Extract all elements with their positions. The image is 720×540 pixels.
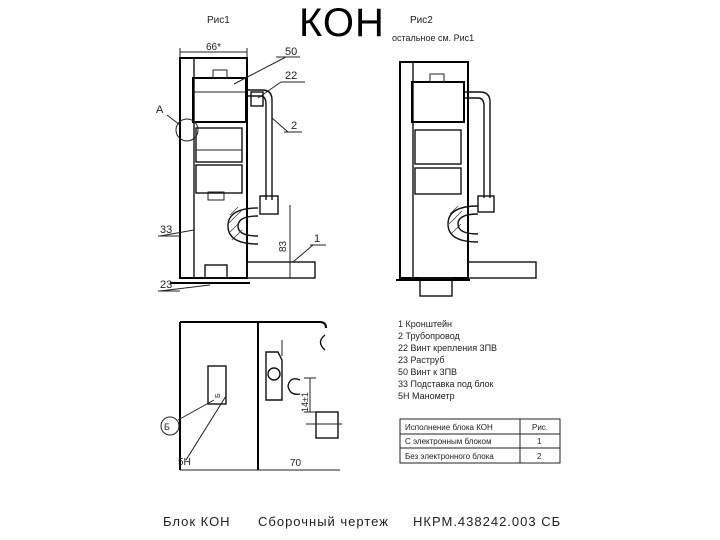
callout-circle <box>160 416 180 436</box>
callout-2: 2 <box>291 120 297 132</box>
clamp-outer <box>227 207 259 245</box>
upper-block-2 <box>411 81 465 123</box>
title-block: Блок КОН Сборочный чертеж НКРМ.438242.00… <box>163 514 561 529</box>
terminal-2 <box>429 73 445 83</box>
figure-2: Рис2 остальное см. Рис1 <box>392 15 537 297</box>
clamp-2-outer <box>447 205 479 243</box>
foot-2 <box>419 277 453 297</box>
leader <box>233 56 287 85</box>
section-top <box>180 321 327 329</box>
dim-bottom-label: 70 <box>290 458 302 469</box>
table-cell: 1 <box>537 437 542 446</box>
pipe-fitting <box>250 91 264 107</box>
legend-item: 1 Кронштейн <box>398 319 452 329</box>
callout-1: 1 <box>314 233 320 245</box>
detail-label: A <box>156 104 164 116</box>
legend-item: 33 Подставка под блок <box>398 379 494 389</box>
clamp-2-inner <box>457 213 479 235</box>
manometer <box>265 351 283 401</box>
figure-2-caption: Рис2 <box>410 15 433 26</box>
leader <box>159 229 195 237</box>
callout-5n: 5Н <box>178 457 191 468</box>
callout-22: 22 <box>285 70 297 82</box>
bracket-2 <box>467 261 537 279</box>
hatch <box>450 223 462 235</box>
footer-left: Блок КОН <box>163 514 231 529</box>
valve <box>259 195 279 215</box>
pipeline-2-inner <box>464 97 485 198</box>
figure-1: Рис1 66* 83 <box>156 15 326 292</box>
hatch <box>231 229 243 241</box>
figure-3: Б 14±1 70 Б 5Н <box>160 321 342 471</box>
valve-2 <box>477 195 495 213</box>
leader <box>166 114 181 126</box>
callout-50: 50 <box>285 46 297 58</box>
table-cell: С электронным блоком <box>405 437 491 446</box>
pipeline-2-outer <box>464 91 491 198</box>
middle-unit-2 <box>414 129 462 165</box>
fitting <box>207 191 225 201</box>
clamp-3 <box>287 378 301 396</box>
lower-unit-2 <box>414 167 462 195</box>
table-header-cell: Рис. <box>532 423 548 432</box>
table-header-cell: Исполнение блока КОН <box>405 423 493 432</box>
housing-outline <box>179 57 248 279</box>
figure-1-caption: Рис1 <box>207 15 230 26</box>
footer-right: НКРМ.438242.003 СБ <box>413 514 561 529</box>
leader <box>271 117 289 133</box>
variants-table: Исполнение блока КОН Рис. С электронным … <box>399 418 561 464</box>
legend-item: 2 Трубопровод <box>398 331 461 341</box>
bracket <box>246 261 316 279</box>
legend-item: 22 Винт крепления 3ПВ <box>398 343 497 353</box>
legend-item: 5Н Манометр <box>398 391 455 401</box>
hatch <box>229 221 241 233</box>
parts-legend: 1 Кронштейн 2 Трубопровод 22 Винт крепле… <box>398 319 497 401</box>
arc <box>319 334 326 351</box>
lower-unit <box>195 164 243 194</box>
table-frame <box>399 418 561 464</box>
callout-33: 33 <box>160 224 172 236</box>
footer-middle: Сборочный чертеж <box>258 514 389 529</box>
callout-b: Б <box>164 422 170 432</box>
dim-width-label: 66* <box>206 42 221 53</box>
dim-height-label: 83 <box>278 240 289 252</box>
leader <box>292 244 314 263</box>
nameplate <box>207 365 227 405</box>
detail-circle <box>175 118 199 142</box>
hatch <box>448 210 463 225</box>
middle-unit <box>195 127 243 163</box>
manometer-dial <box>267 367 281 381</box>
foot <box>204 264 228 279</box>
slide-title: КОН <box>299 1 385 45</box>
electronic-block <box>192 77 247 123</box>
pipeline-outer <box>246 89 273 200</box>
hatch <box>449 205 459 215</box>
dim-side-label: 14±1 <box>300 392 310 412</box>
leader <box>185 395 227 461</box>
block-terminal <box>212 69 228 79</box>
housing-outline-2 <box>399 61 469 279</box>
pipeline-inner <box>246 95 267 200</box>
hatch <box>228 209 243 224</box>
figure-2-subcaption: остальное см. Рис1 <box>392 33 474 43</box>
callout-23: 23 <box>160 279 172 291</box>
leader <box>159 284 211 292</box>
legend-item: 23 Раструб <box>398 355 445 365</box>
leader <box>257 81 282 99</box>
nameplate-text: Б <box>215 393 222 398</box>
table-cell: Без электронного блока <box>405 452 494 461</box>
table-cell: 2 <box>537 452 542 461</box>
hatch <box>229 206 239 216</box>
leader <box>177 399 215 421</box>
legend-item: 50 Винт к 3ПВ <box>398 367 457 377</box>
clamp-inner <box>237 215 259 237</box>
lower-fitting <box>315 411 339 439</box>
